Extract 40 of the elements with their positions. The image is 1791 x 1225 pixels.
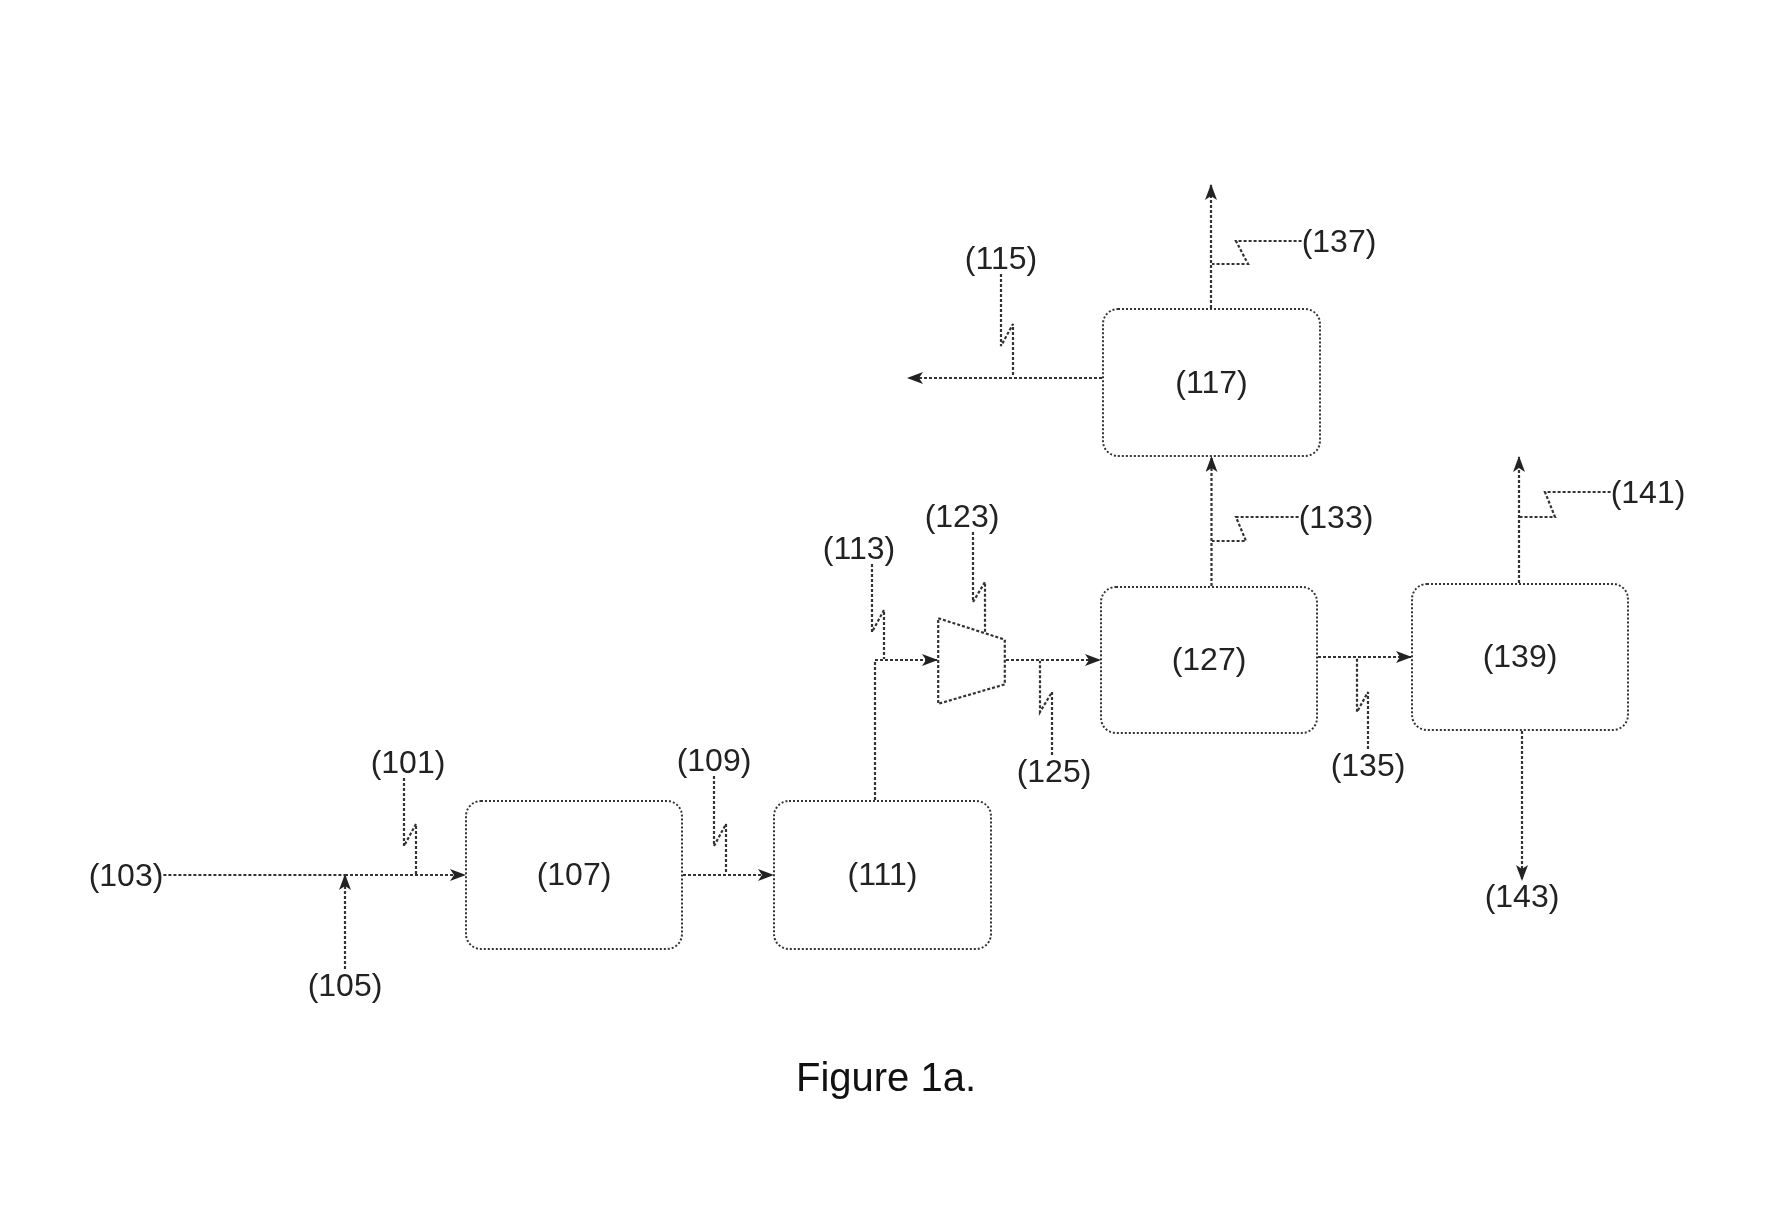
reference-numeral: (115): [964, 242, 1038, 274]
process-box: (107): [465, 800, 683, 950]
process-box: (127): [1100, 586, 1318, 734]
process-box: (111): [773, 800, 992, 950]
arrow: [1205, 184, 1217, 308]
reference-numeral: (135): [1330, 749, 1406, 781]
leader-line: [1520, 490, 1611, 519]
process-box: (139): [1411, 583, 1629, 731]
leader-line: [1038, 661, 1054, 755]
leader-line: [971, 532, 987, 633]
reference-numeral: (113): [822, 532, 896, 564]
reference-numeral: (109): [676, 744, 752, 776]
arrow: [907, 372, 1102, 384]
reference-numeral: (133): [1298, 501, 1374, 533]
reference-numeral: (125): [1016, 755, 1092, 787]
reference-numeral: (103): [88, 859, 164, 891]
figure-caption: Figure 1a.: [795, 1057, 977, 1097]
process-box: (117): [1102, 308, 1321, 457]
leader-line: [1212, 515, 1299, 543]
leader-line: [870, 564, 886, 659]
arrow: [683, 869, 774, 881]
arrow: [339, 874, 351, 969]
leader-line: [712, 776, 728, 874]
reference-numeral: (143): [1484, 880, 1560, 912]
reference-numeral: (105): [307, 969, 383, 1001]
compressor-symbol: [937, 617, 1006, 705]
reference-numeral: (101): [370, 746, 446, 778]
arrow: [1318, 651, 1412, 663]
leader-line: [999, 274, 1015, 377]
arrow: [873, 654, 938, 800]
reference-numeral: (141): [1610, 476, 1686, 508]
arrow: [1006, 654, 1101, 666]
arrow: [1516, 731, 1528, 881]
leader-line: [1212, 239, 1302, 266]
leader-line: [1355, 658, 1370, 749]
reference-numeral: (123): [924, 500, 1000, 532]
leader-line: [402, 778, 418, 874]
arrow: [1513, 456, 1525, 583]
arrow: [1205, 456, 1218, 586]
reference-numeral: (137): [1301, 225, 1377, 257]
